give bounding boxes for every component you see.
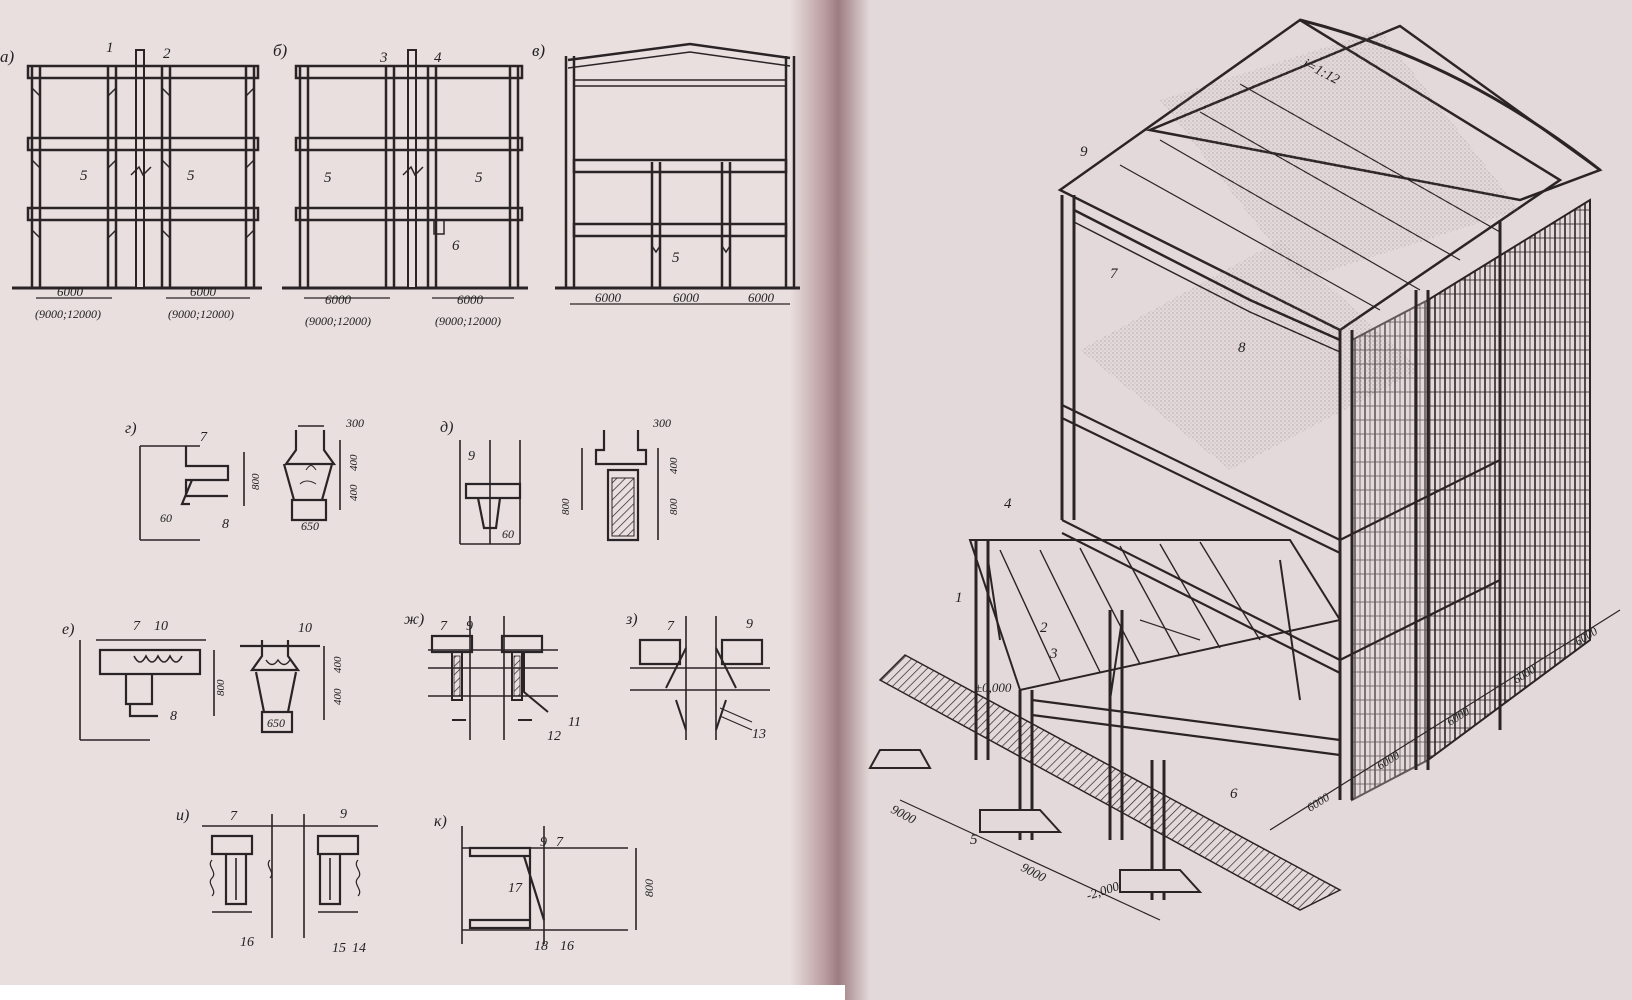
detail-d-dim: 60	[502, 527, 514, 541]
frame-b-dim: 6000	[457, 292, 484, 307]
detail-e-dim: 400	[332, 688, 344, 705]
detail-k-letter: к)	[434, 813, 447, 830]
detail-d-drawing	[459, 430, 659, 545]
detail-g-dim: 800	[250, 473, 262, 490]
detail-k-callout: 18	[534, 939, 548, 954]
iso-callout: 3	[1049, 646, 1058, 662]
iso-callout: 7	[1110, 266, 1119, 282]
detail-zh-callout: 7	[440, 619, 448, 634]
frame-a-letter: а)	[0, 47, 15, 66]
frame-v-letter: в)	[532, 41, 545, 60]
detail-i-callout: 7	[230, 809, 238, 824]
detail-k-callout: 17	[508, 881, 523, 896]
detail-k-dim: 800	[642, 879, 656, 897]
detail-i-callout: 16	[240, 935, 254, 950]
detail-g-dim: 60	[160, 511, 172, 525]
frame-v-dim: 6000	[673, 290, 700, 305]
frame-v-dim: 6000	[595, 290, 622, 305]
frame-b-drawing	[282, 49, 528, 299]
frame-a-drawing	[12, 49, 262, 299]
detail-i-callout: 14	[352, 941, 366, 956]
detail-z-letter: з)	[625, 611, 638, 628]
detail-z-callout: 7	[667, 619, 675, 634]
iso-callout: 2	[1040, 620, 1048, 636]
detail-g-callout: 7	[200, 430, 208, 445]
detail-zh-drawing	[428, 616, 558, 740]
frame-a-callout: 2	[163, 46, 171, 62]
detail-k-callout: 9	[540, 835, 547, 850]
frame-b-callout: 4	[434, 50, 442, 66]
detail-d-dim: 800	[668, 498, 680, 515]
detail-d-letter: д)	[440, 419, 453, 436]
detail-zh-callout: 11	[568, 715, 581, 730]
frame-a-callout: 5	[80, 168, 88, 184]
frame-b-dim: (9000;12000)	[435, 314, 501, 328]
iso-callout: 1	[955, 590, 963, 606]
frame-v-drawing	[555, 42, 800, 305]
detail-k-callout: 7	[556, 835, 564, 850]
detail-g-dim: 650	[301, 519, 319, 533]
detail-i-callout: 15	[332, 941, 346, 956]
frame-b-callout: 3	[379, 50, 388, 66]
detail-zh-letter: ж)	[404, 611, 424, 628]
detail-e-callout: 8	[170, 709, 177, 724]
detail-i-letter: и)	[176, 807, 189, 824]
detail-g-dim: 400	[348, 454, 360, 471]
detail-e-letter: е)	[62, 621, 74, 638]
frame-b-dim: (9000;12000)	[305, 314, 371, 328]
iso-callout: 4	[1004, 496, 1012, 512]
detail-g-letter: г)	[125, 420, 137, 437]
frame-b-dim: 6000	[325, 292, 352, 307]
detail-e-dim: 650	[267, 716, 285, 730]
detail-g-dim: 400	[348, 484, 360, 501]
frame-a-dim: (9000;12000)	[168, 307, 234, 321]
frame-a-dim: (9000;12000)	[35, 307, 101, 321]
detail-e-callout: 10	[154, 619, 168, 634]
detail-g-callout: 8	[222, 517, 229, 532]
detail-z-callout: 13	[752, 727, 766, 742]
detail-g-dim: 300	[345, 416, 364, 430]
detail-k-callout: 16	[560, 939, 574, 954]
bottom-margin	[0, 985, 845, 1000]
detail-d-callout: 9	[468, 449, 475, 464]
frame-v-callout: 5	[672, 250, 680, 266]
detail-zh-callout: 9	[466, 619, 473, 634]
iso-callout: 8	[1238, 340, 1246, 356]
detail-z-drawing	[630, 616, 770, 740]
detail-d-dim: 800	[560, 498, 572, 515]
detail-e-dim: 800	[215, 679, 227, 696]
iso-callout: 9	[1080, 144, 1088, 160]
frame-b-letter: б)	[273, 41, 288, 60]
detail-g-drawing	[139, 425, 341, 541]
iso-level-zero: ±0,000	[975, 680, 1012, 695]
detail-e-dim: 400	[332, 656, 344, 673]
isometric-building-drawing	[868, 18, 1621, 921]
detail-d-dim: 400	[668, 457, 680, 474]
book-gutter	[790, 0, 870, 1000]
detail-d-dim: 300	[652, 416, 671, 430]
detail-e-callout: 10	[298, 621, 312, 636]
frame-a-callout: 5	[187, 168, 195, 184]
frame-b-callout: 5	[324, 170, 332, 186]
detail-i-drawing	[202, 814, 378, 938]
detail-z-callout: 9	[746, 617, 753, 632]
detail-e-callout: 7	[133, 619, 141, 634]
frame-a-callout: 1	[106, 40, 114, 56]
frame-v-dim: 6000	[748, 290, 775, 305]
frame-a-dim: 6000	[190, 284, 217, 299]
detail-zh-callout: 12	[547, 729, 561, 744]
frame-a-dim: 6000	[57, 284, 84, 299]
detail-i-callout: 9	[340, 807, 347, 822]
detail-k-drawing	[461, 826, 637, 944]
detail-e-drawing	[79, 639, 325, 741]
iso-callout: 6	[1230, 786, 1238, 802]
frame-b-callout: 5	[475, 170, 483, 186]
iso-callout: 5	[970, 832, 978, 848]
frame-b-callout: 6	[452, 238, 460, 254]
